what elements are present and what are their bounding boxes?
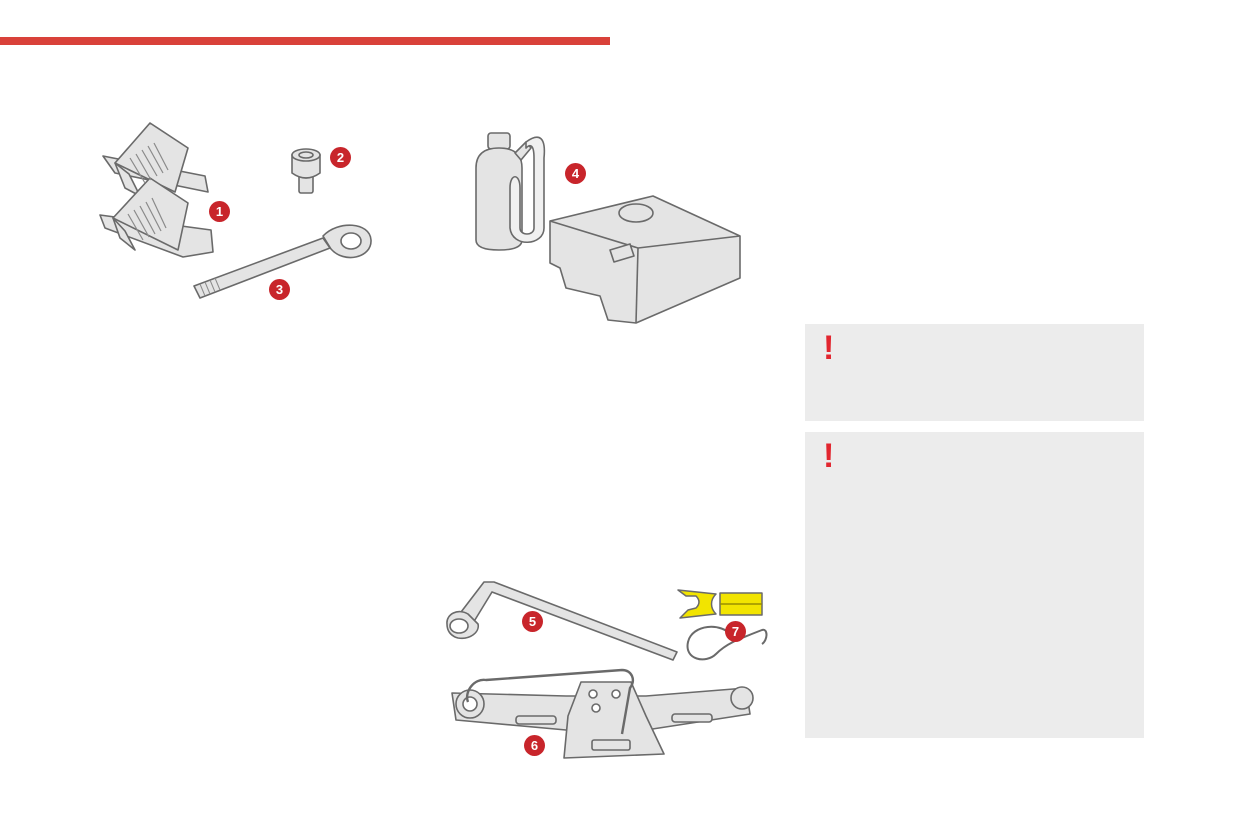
- towing-eye-icon: [193, 224, 372, 299]
- warning-panel-1: !: [805, 324, 1144, 421]
- callout-badge-1: 1: [209, 201, 230, 222]
- header-accent-bar: [0, 37, 610, 45]
- wheel-chock-icon: [99, 122, 214, 258]
- wheelbrace-icon: [446, 581, 678, 661]
- callout-badge-2: 2: [330, 147, 351, 168]
- callout-badge-3: 3: [269, 279, 290, 300]
- callout-badge-6: 6: [524, 735, 545, 756]
- trim-removal-tool-icon: [677, 589, 768, 661]
- warning-icon: !: [823, 437, 835, 475]
- jack-icon: [451, 668, 754, 759]
- callout-badge-5: 5: [522, 611, 543, 632]
- callout-badge-7: 7: [725, 621, 746, 642]
- warning-icon: !: [823, 329, 835, 367]
- warning-panel-2: !: [805, 432, 1144, 738]
- callout-badge-4: 4: [565, 163, 586, 184]
- socket-adapter-icon: [291, 148, 321, 194]
- sealant-kit-icon: [475, 132, 741, 324]
